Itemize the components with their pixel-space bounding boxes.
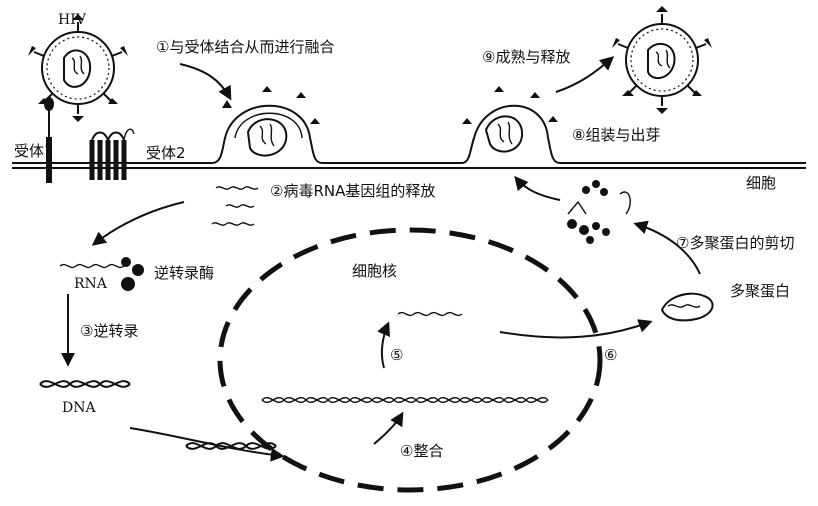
budding-virion bbox=[462, 86, 558, 153]
dna-helix bbox=[39, 380, 131, 388]
label-step6: ⑥ bbox=[604, 346, 617, 364]
label-receptor-1: 受体1 bbox=[14, 142, 54, 160]
label-step1: ①与受体结合从而进行融合 bbox=[156, 38, 334, 56]
label-receptor-2: 受体2 bbox=[146, 144, 186, 162]
arrow-step1 bbox=[179, 63, 232, 101]
arrow-step4 bbox=[373, 411, 404, 445]
label-nucleus: 细胞核 bbox=[352, 262, 397, 280]
label-step2: ②病毒RNA基因组的释放 bbox=[270, 182, 435, 200]
mature-virion bbox=[612, 6, 712, 114]
label-polyprotein: 多聚蛋白 bbox=[730, 282, 790, 300]
label-rna: RNA bbox=[74, 276, 108, 292]
label-dna: DNA bbox=[62, 400, 96, 416]
arrow-step5 bbox=[377, 321, 391, 369]
cell-membrane bbox=[12, 104, 806, 164]
reverse-transcriptase-icon bbox=[121, 257, 144, 291]
label-step4: ④整合 bbox=[400, 442, 443, 460]
receptor-1 bbox=[44, 97, 54, 183]
label-cell: 细胞 bbox=[746, 174, 776, 192]
rna-strand bbox=[59, 263, 125, 269]
label-step9: ⑨成熟与释放 bbox=[482, 48, 570, 66]
label-reverse-transcriptase: 逆转录酶 bbox=[154, 264, 214, 282]
arrow-to-rna bbox=[91, 201, 185, 246]
dna-helix-nucleus-entry bbox=[185, 442, 277, 450]
mrna-strand bbox=[397, 311, 463, 317]
arrow-step9 bbox=[555, 56, 615, 93]
fusing-virion bbox=[222, 86, 320, 157]
cleaved-fragments-lines bbox=[567, 191, 631, 215]
arrow-into-nucleus bbox=[129, 427, 285, 462]
label-step5: ⑤ bbox=[390, 346, 403, 364]
hiv-virion-top-left bbox=[28, 14, 128, 122]
receptor-2 bbox=[89, 128, 135, 180]
nucleus-envelope bbox=[217, 227, 603, 493]
arrow-step6 bbox=[499, 319, 653, 339]
arrow-step8 bbox=[514, 175, 561, 201]
arrow-step7 bbox=[633, 220, 701, 275]
label-step7: ⑦多聚蛋白的剪切 bbox=[676, 234, 794, 252]
label-step3: ③逆转录 bbox=[80, 322, 138, 340]
cleaved-proteins bbox=[567, 180, 610, 244]
label-step8: ⑧组装与出芽 bbox=[572, 126, 660, 144]
polyprotein-texture bbox=[667, 304, 701, 308]
host-chromosome bbox=[261, 397, 549, 403]
viral-rna-strands bbox=[211, 186, 259, 226]
label-hiv: HIV bbox=[58, 12, 87, 28]
polyprotein-blob bbox=[660, 292, 714, 322]
